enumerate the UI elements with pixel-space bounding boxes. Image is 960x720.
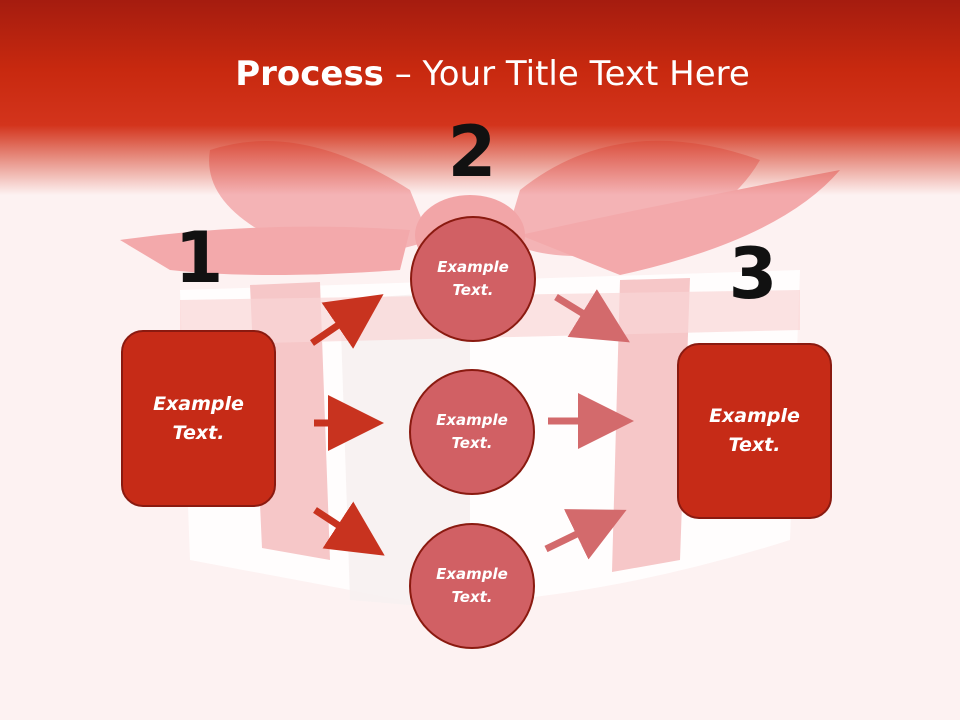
arrow-left-to-bottom — [313, 501, 385, 556]
right-process-box: Example Text. — [677, 343, 832, 519]
circle-bottom-text: Example Text. — [436, 565, 508, 606]
step-number-1: 1 — [174, 217, 224, 299]
title-banner — [0, 0, 960, 200]
step-number-2: 2 — [447, 111, 497, 193]
circle-middle-text: Example Text. — [436, 411, 508, 452]
right-box-text: Example Text. — [709, 405, 800, 456]
arrow-top-to-right — [554, 289, 630, 343]
slide-title: Process – Your Title Text Here — [0, 52, 960, 96]
title-rest: – Your Title Text Here — [383, 54, 750, 94]
left-process-box: Example Text. — [121, 330, 276, 507]
circle-middle: Example Text. — [409, 369, 535, 495]
circle-top-text: Example Text. — [437, 258, 509, 299]
circle-top: Example Text. — [410, 216, 536, 342]
arrow-left-to-top — [310, 294, 384, 349]
step-number-3: 3 — [728, 233, 778, 315]
title-bold: Process — [235, 54, 384, 94]
arrow-bottom-to-right — [544, 509, 627, 560]
circle-bottom: Example Text. — [409, 523, 535, 649]
left-box-text: Example Text. — [153, 392, 244, 444]
